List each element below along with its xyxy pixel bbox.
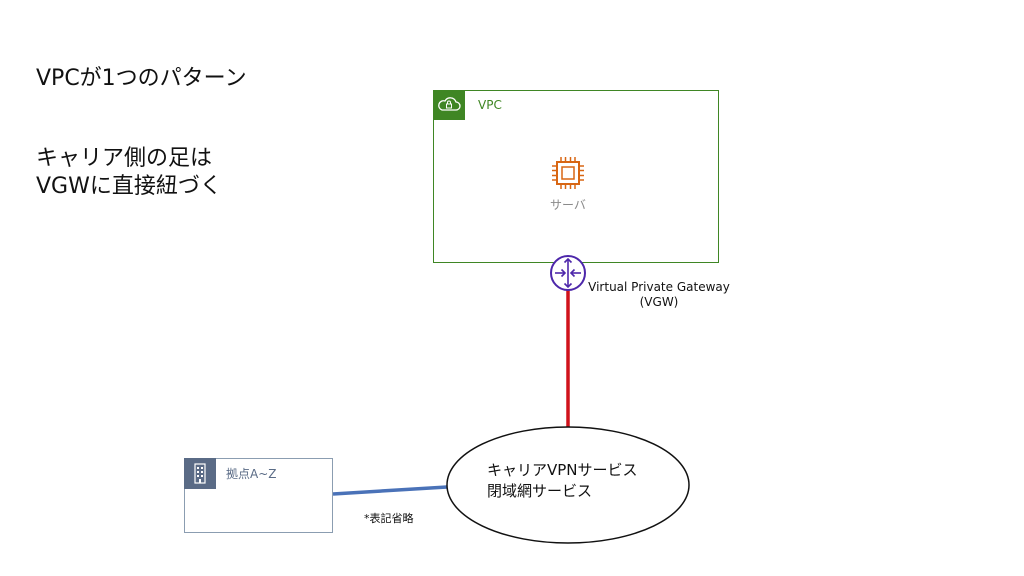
page-subtitle: キャリア側の足は VGWに直接紐づく <box>36 145 222 201</box>
carrier-line-1: キャリアVPNサービス <box>487 461 638 479</box>
router-icon <box>549 254 587 292</box>
carrier-network-label: キャリアVPNサービス 閉域網サービス <box>487 460 638 502</box>
lock-cloud-icon <box>433 90 465 120</box>
server-label: サーバ <box>550 198 586 212</box>
site-carrier-link <box>332 485 448 496</box>
subtitle-line-2: VGWに直接紐づく <box>36 174 222 199</box>
building-icon <box>184 458 216 489</box>
page-title: VPCが1つのパターン <box>36 66 247 91</box>
subtitle-line-1: キャリア側の足は <box>36 146 213 171</box>
chip-icon <box>548 154 588 192</box>
vgw-label: Virtual Private Gateway (VGW) <box>584 280 734 310</box>
vgw-label-line-1: Virtual Private Gateway <box>588 280 730 294</box>
vpc-label: VPC <box>478 98 502 112</box>
vgw-label-line-2: (VGW) <box>639 295 679 309</box>
carrier-network-ellipse <box>446 426 690 544</box>
omission-note: *表記省略 <box>364 512 414 525</box>
carrier-line-2: 閉域網サービス <box>487 482 593 500</box>
site-label: 拠点A~Z <box>226 467 277 481</box>
